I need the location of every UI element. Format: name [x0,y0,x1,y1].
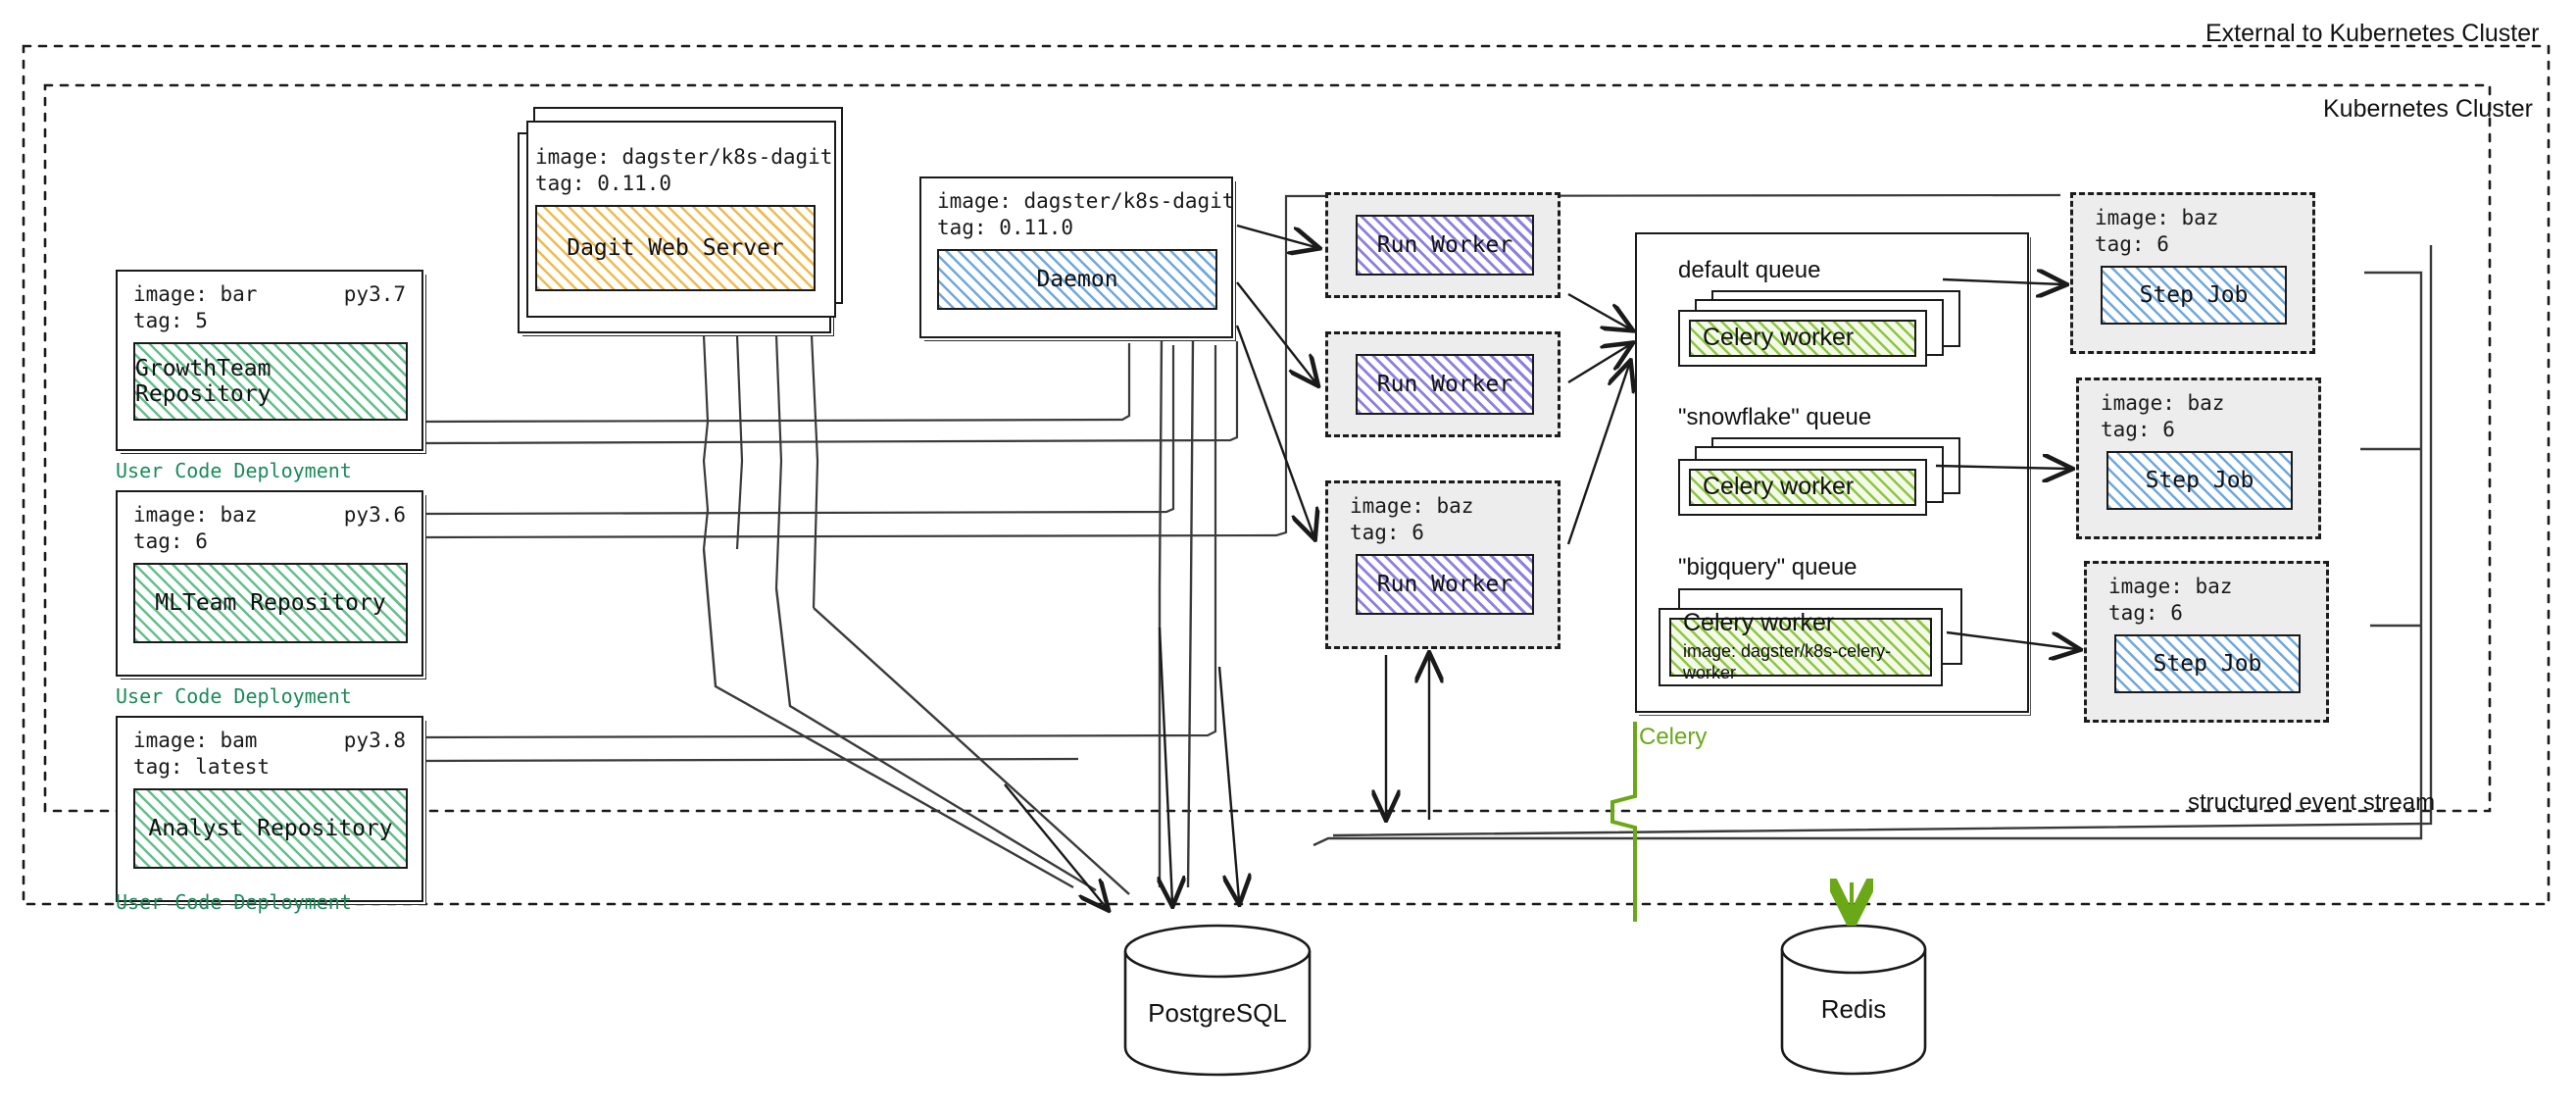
step-job-pod-1[interactable]: image: baz tag: 6 Step Job [2070,192,2315,354]
deployment-3-image: image: bam [133,729,258,752]
step-job-1[interactable]: Step Job [2101,265,2287,325]
user-code-deployment-2[interactable]: image: baz py3.6 tag: 6 MLTeam Repository [116,490,423,677]
celery-worker-bigquery-image: image: dagster/k8s-celery-worker [1683,640,1892,683]
external-cluster-label: External to Kubernetes Cluster [2205,20,2540,47]
deployment-1-meta: image: bar py3.7 tag: 5 [118,272,421,334]
celery-worker-snowflake[interactable]: Celery worker [1678,437,1960,516]
deployment-1-tag: tag: 5 [133,308,208,332]
deployment-2-caption: User Code Deployment [116,684,352,708]
deployment-2-image: image: baz [133,503,258,527]
step-job-1-image: image: baz [2095,206,2219,229]
dagit-web-server-pod[interactable]: image: dagster/k8s-dagit tag: 0.11.0 Dag… [518,107,843,333]
step-job-3-meta: image: baz tag: 6 [2087,564,2326,627]
redis-label: Redis [1820,994,1887,1024]
deployment-2-meta: image: baz py3.6 tag: 6 [118,492,421,555]
analyst-repository[interactable]: Analyst Repository [133,787,408,869]
run-worker-2[interactable]: Run Worker [1356,354,1534,415]
daemon-pod[interactable]: image: dagster/k8s-dagit tag: 0.11.0 Dae… [919,176,1235,338]
user-code-deployment-1[interactable]: image: bar py3.7 tag: 5 GrowthTeam Reposi… [116,270,423,451]
step-job-3-image: image: baz [2108,575,2233,598]
celery-worker-default[interactable]: Celery worker [1678,290,1960,367]
user-code-deployment-3[interactable]: image: bam py3.8 tag: latest Analyst Repo… [116,716,423,902]
growthteam-repository[interactable]: GrowthTeam Repository [133,341,408,421]
dagit-tag: tag: 0.11.0 [535,171,672,195]
deployment-1-image: image: bar [133,282,258,306]
daemon-image: image: dagster/k8s-dagit [937,189,1235,213]
step-job-2-tag: tag: 6 [2101,417,2175,441]
step-job-3-tag: tag: 6 [2108,600,2183,625]
step-job-2-image: image: baz [2101,391,2225,415]
run-worker-3-image: image: baz [1350,494,1474,518]
run-worker-3[interactable]: Run Worker [1356,553,1534,615]
run-worker-1[interactable]: Run Worker [1356,215,1534,276]
daemon-meta: image: dagster/k8s-dagit tag: 0.11.0 [921,178,1235,241]
run-worker-pod-2[interactable]: Run Worker [1325,331,1560,437]
dagit-web-server[interactable]: Dagit Web Server [535,204,816,291]
step-job-pod-3[interactable]: image: baz tag: 6 Step Job [2084,561,2329,723]
step-job-3[interactable]: Step Job [2114,633,2301,693]
celery-caption: Celery [1639,724,1708,750]
mlteam-repository[interactable]: MLTeam Repository [133,562,408,643]
run-worker-pod-1[interactable]: Run Worker [1325,192,1560,298]
dagit-image: image: dagster/k8s-dagit [535,145,833,169]
run-worker-pod-3[interactable]: image: baz tag: 6 Run Worker [1325,480,1560,649]
daemon-tag: tag: 0.11.0 [937,215,1074,239]
run-worker-3-tag: tag: 6 [1350,520,1424,544]
daemon[interactable]: Daemon [937,248,1217,310]
structured-event-stream-label: structured event stream [2188,789,2436,816]
kubernetes-cluster-label: Kubernetes Cluster [2323,95,2534,123]
bigquery-queue-label: "bigquery" queue [1678,554,1858,580]
postgresql-database[interactable]: PostgreSQL [1119,922,1315,1079]
deployment-1-python: py3.7 [343,282,406,306]
default-queue-label: default queue [1678,257,1821,283]
celery-worker-snowflake-label: Celery worker [1703,473,1855,501]
step-job-1-tag: tag: 6 [2095,231,2169,256]
deployment-3-caption: User Code Deployment [116,890,352,914]
postgresql-label: PostgreSQL [1148,998,1287,1028]
deployment-3-tag: tag: latest [133,754,271,779]
run-worker-3-meta: image: baz tag: 6 [1328,483,1558,546]
celery-worker-bigquery[interactable]: Celery worker image: dagster/k8s-celery-… [1659,588,1962,686]
deployment-1-caption: User Code Deployment [116,459,352,482]
step-job-2-meta: image: baz tag: 6 [2079,380,2318,443]
step-job-2[interactable]: Step Job [2106,450,2293,510]
dagit-meta: image: dagster/k8s-dagit tag: 0.11.0 [520,134,833,197]
redis-database[interactable]: Redis [1776,922,1931,1079]
step-job-1-meta: image: baz tag: 6 [2073,195,2312,258]
celery-worker-default-label: Celery worker [1703,324,1855,352]
deployment-2-tag: tag: 6 [133,529,208,553]
deployment-3-meta: image: bam py3.8 tag: latest [118,718,421,781]
deployment-2-python: py3.6 [343,503,406,527]
step-job-pod-2[interactable]: image: baz tag: 6 Step Job [2076,378,2321,539]
snowflake-queue-label: "snowflake" queue [1678,404,1872,430]
deployment-3-python: py3.8 [343,729,406,752]
celery-worker-bigquery-label: Celery worker [1683,609,1835,637]
